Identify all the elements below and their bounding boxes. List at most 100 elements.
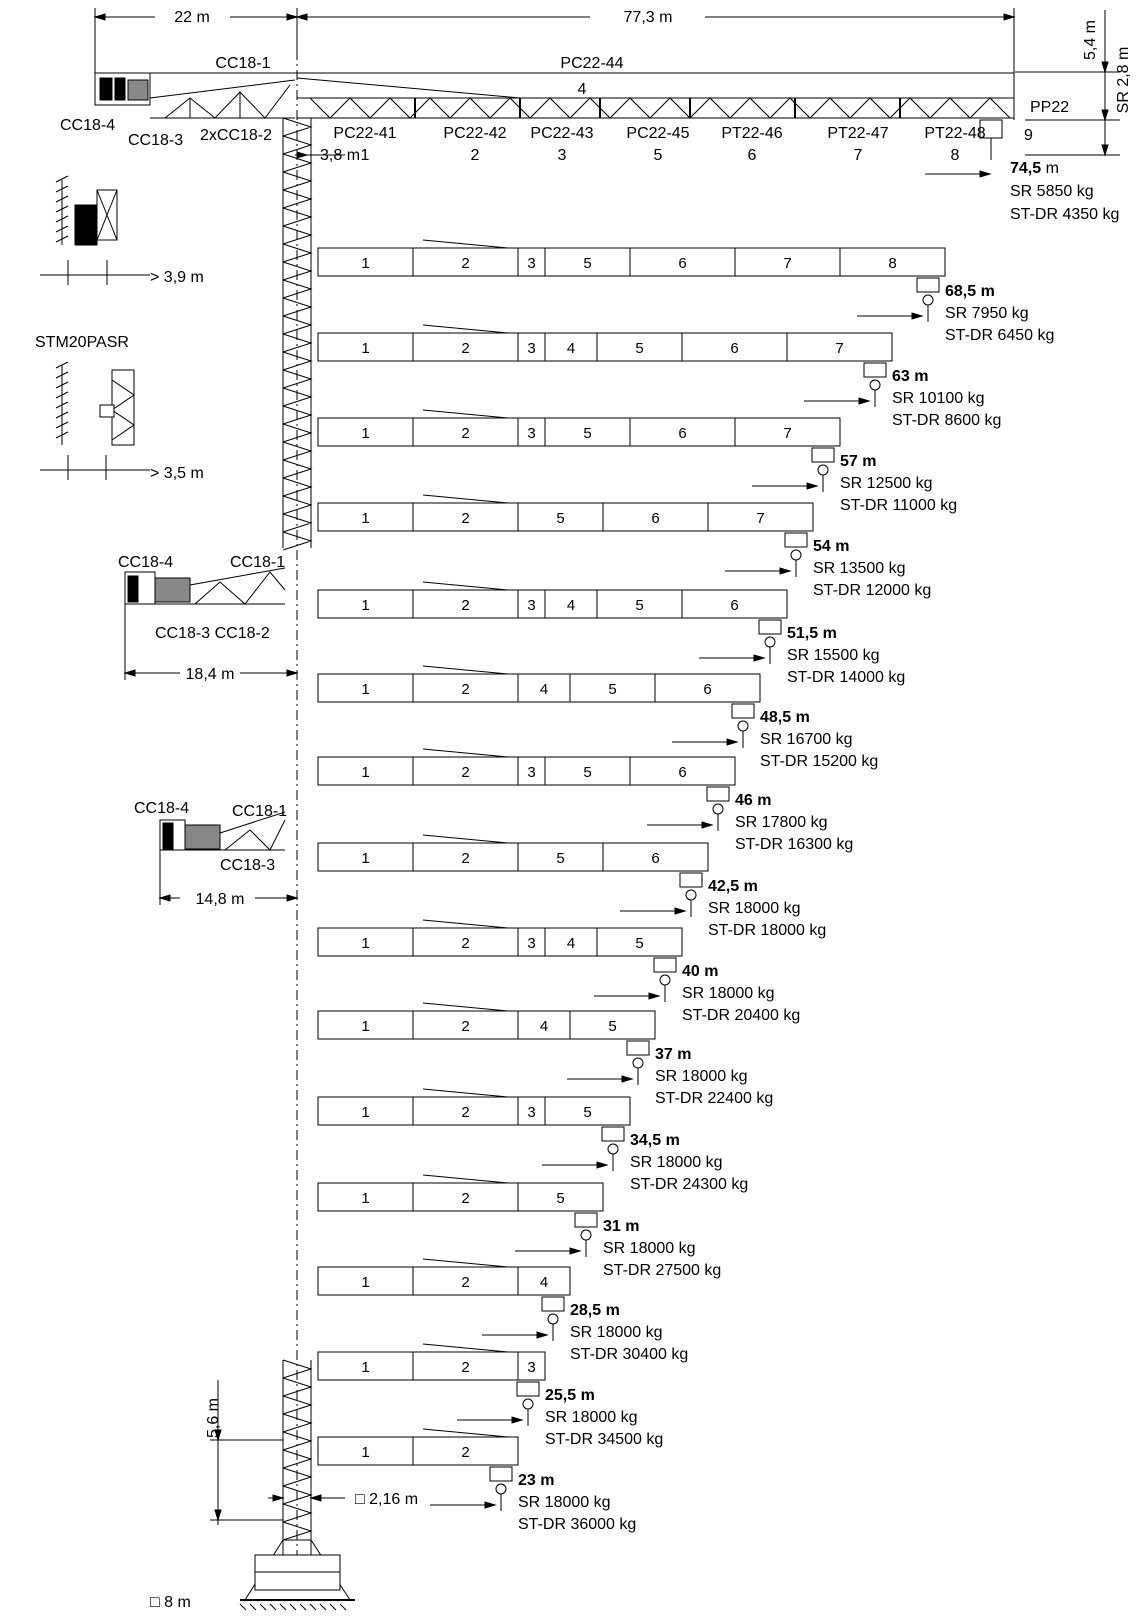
jib-segment-number: 2 bbox=[461, 1274, 469, 1291]
jib-segment-number: 1 bbox=[361, 425, 369, 442]
top-reach-unit: m bbox=[1041, 160, 1059, 177]
jib-segment-number: 1 bbox=[361, 597, 369, 614]
jib-segment bbox=[317, 1436, 414, 1466]
jib-segment bbox=[707, 502, 814, 532]
top-section-labels: PC22-411PC22-422PC22-433PC22-455PT22-466… bbox=[333, 125, 985, 164]
jib-segment-number: 6 bbox=[730, 340, 738, 357]
stdr-load-label: ST-DR 24300 kg bbox=[630, 1176, 748, 1193]
counter-jib-length-label: 22 m bbox=[174, 9, 210, 26]
jib-segment-number: 5 bbox=[608, 681, 616, 698]
jib-segment bbox=[412, 1436, 519, 1466]
reach-arrowhead bbox=[806, 482, 819, 490]
jib-tie-line bbox=[422, 581, 509, 591]
jib-segment bbox=[602, 842, 709, 872]
trolley bbox=[541, 1296, 565, 1312]
jib-segment bbox=[596, 589, 683, 619]
jib-segment-number: 2 bbox=[461, 1190, 469, 1207]
jib-segment-number: 5 bbox=[635, 597, 643, 614]
reach-arrowhead bbox=[511, 1416, 524, 1424]
stdr-load-label: ST-DR 30400 kg bbox=[570, 1346, 688, 1363]
jib-segment bbox=[569, 673, 656, 703]
jib-segment bbox=[654, 673, 761, 703]
jib-tie-line bbox=[422, 324, 509, 334]
jib-segment bbox=[412, 332, 519, 362]
jib-segment bbox=[517, 1096, 546, 1126]
jib-segment bbox=[734, 247, 841, 277]
wall-anchor-1 bbox=[40, 175, 150, 285]
reach-label: 48,5 m bbox=[760, 709, 810, 726]
sr-load-label: SR 18000 kg bbox=[630, 1154, 723, 1171]
hook-block bbox=[632, 1057, 644, 1069]
hook-block bbox=[712, 803, 724, 815]
jib-segment-number: 5 bbox=[608, 1018, 616, 1035]
jib-segment-number: 3 bbox=[527, 255, 535, 272]
jib-segment bbox=[412, 1096, 519, 1126]
trolley bbox=[489, 1466, 513, 1482]
reach-label: 40 m bbox=[682, 963, 718, 980]
base-size-label: □ 8 m bbox=[150, 1594, 191, 1611]
top-section-name: PT22-46 bbox=[721, 125, 782, 142]
mid-counterweight-label: CC18-4 bbox=[118, 554, 173, 571]
trolley bbox=[516, 1381, 540, 1397]
jib-segment-number: 3 bbox=[527, 764, 535, 781]
counter-jib-mid bbox=[123, 567, 299, 680]
jib-segment-number: 1 bbox=[361, 340, 369, 357]
reach-label: 31 m bbox=[603, 1218, 639, 1235]
jib-segment bbox=[544, 756, 631, 786]
reach-arrowhead bbox=[726, 738, 739, 746]
counter-jib-mid-length: 18,4 m bbox=[186, 666, 235, 683]
hook-block bbox=[922, 294, 934, 306]
top-section-number: 6 bbox=[748, 147, 757, 164]
top-section-number: 3 bbox=[558, 147, 567, 164]
jib-segment-number: 6 bbox=[651, 850, 659, 867]
jib-segment bbox=[317, 1010, 414, 1040]
jib-segment-number: 3 bbox=[527, 340, 535, 357]
sr-load-label: SR 15500 kg bbox=[787, 647, 880, 664]
jib-segment-number: 7 bbox=[756, 510, 764, 527]
mid-mast-head-label: CC18-1 bbox=[230, 554, 285, 571]
reach-arrowhead bbox=[674, 907, 687, 915]
jib-segment-number: 4 bbox=[540, 1018, 548, 1035]
reach-arrowhead bbox=[536, 1331, 549, 1339]
jib-segment-number: 4 bbox=[567, 935, 575, 952]
counter-jib-section-label: CC18-3 bbox=[128, 132, 183, 149]
sr-load-label: SR 17800 kg bbox=[735, 814, 828, 831]
jib-tie-line bbox=[422, 834, 509, 844]
sr-load-label: SR 7950 kg bbox=[945, 305, 1029, 322]
jib-segment bbox=[629, 247, 736, 277]
jib-segment-number: 2 bbox=[461, 1104, 469, 1121]
top-sr-label: SR 5850 kg bbox=[1010, 183, 1094, 200]
top-section-name: PC22-42 bbox=[443, 125, 506, 142]
hook-block bbox=[685, 889, 697, 901]
top-section-name: PC22-43 bbox=[530, 125, 593, 142]
reach-arrowhead bbox=[701, 821, 714, 829]
jib-segment bbox=[596, 927, 683, 957]
jib-segment-number: 7 bbox=[835, 340, 843, 357]
jib-segment bbox=[317, 1351, 414, 1381]
sr-load-label: SR 18000 kg bbox=[708, 900, 801, 917]
hook-block bbox=[522, 1398, 534, 1410]
reach-label: 46 m bbox=[735, 792, 771, 809]
jib-tie-line bbox=[422, 239, 509, 249]
top-section-number: 5 bbox=[654, 147, 663, 164]
trolley bbox=[626, 1040, 650, 1056]
reach-label: 42,5 m bbox=[708, 878, 758, 895]
height-top-label: 5,4 m bbox=[1082, 20, 1099, 60]
reach-label: 28,5 m bbox=[570, 1302, 620, 1319]
height-sr-label: SR 2,8 m bbox=[1115, 47, 1132, 114]
jib-segment-number: 2 bbox=[461, 510, 469, 527]
jib-segment bbox=[317, 332, 414, 362]
trolley bbox=[653, 957, 677, 973]
jib-segment-number: 7 bbox=[783, 255, 791, 272]
reach-arrowhead bbox=[858, 397, 871, 405]
jib-segment bbox=[412, 1266, 519, 1296]
end-section-number: 9 bbox=[1024, 127, 1033, 144]
jib-segment-number: 3 bbox=[527, 935, 535, 952]
stdr-load-label: ST-DR 12000 kg bbox=[813, 582, 931, 599]
jib-segment bbox=[412, 842, 519, 872]
jib-segment-number: 2 bbox=[461, 340, 469, 357]
jib-segment-number: 6 bbox=[678, 764, 686, 781]
